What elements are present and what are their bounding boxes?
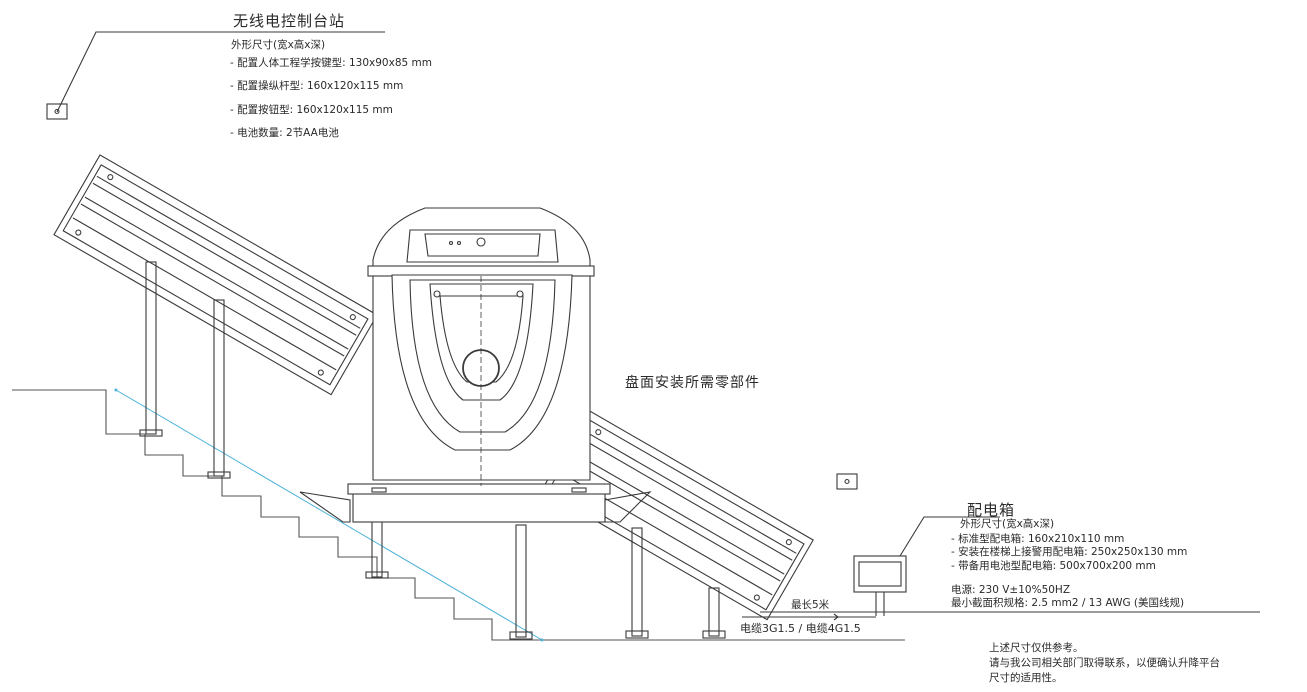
distribution-box-icon (853, 555, 907, 593)
remote-station-spec: - 配置人体工程学按键型: 130x90x85 mm (230, 57, 432, 69)
cable-type: 电缆3G1.5 / 电缆4G1.5 (740, 622, 861, 635)
center-label: 盘面安装所需零部件 (625, 375, 760, 391)
cable-max-length: 最长5米 (791, 599, 830, 611)
remote-station-spec: - 配置按钮型: 160x120x115 mm (230, 103, 393, 116)
support-posts (139, 261, 726, 640)
distribution-box-spec-list: - 标准型配电箱: 160x210x110 mm - 安装在楼梯上接警用配电箱:… (951, 533, 1187, 573)
cable-arrows (742, 613, 876, 621)
distribution-box-subtitle: 外形尺寸(宽x高x深) (960, 518, 1055, 530)
platform-base (299, 483, 652, 523)
distribution-box-spec: - 标准型配电箱: 160x210x110 mm (951, 533, 1125, 545)
distribution-box-callout (760, 516, 1260, 616)
remote-station-spec: - 电池数量: 2节AA电池 (230, 127, 339, 140)
distribution-box-cable-spec: 最小截面积规格: 2.5 mm2 / 13 AWG (美国线规) (951, 597, 1185, 609)
remote-station-title: 无线电控制台站 (233, 12, 346, 30)
note-line: 请与我公司相关部门取得联系，以便确认升降平台 (989, 657, 1220, 669)
note-line: 尺寸的适用性。 (989, 672, 1063, 684)
remote-station-subtitle: 外形尺寸(宽x高x深) (231, 39, 326, 51)
staircase (12, 389, 905, 641)
wall-outlet-icon (836, 473, 858, 490)
distribution-box-spec: - 带备用电池型配电箱: 500x700x200 mm (951, 559, 1156, 572)
remote-station-icon (46, 103, 68, 120)
distribution-box-spec: - 安装在楼梯上接警用配电箱: 250x250x130 mm (951, 546, 1188, 559)
pitch-line (115, 389, 543, 641)
remote-station-callout (46, 31, 385, 120)
lift-housing (367, 207, 595, 481)
remote-station-spec: - 配置操纵杆型: 160x120x115 mm (230, 80, 404, 93)
left-ramp (53, 154, 378, 396)
remote-station-spec-list: - 配置人体工程学按键型: 130x90x85 mm - 配置操纵杆型: 160… (230, 57, 432, 141)
note-line: 上述尺寸仅供参考。 (989, 642, 1084, 654)
distribution-box-title: 配电箱 (967, 501, 1016, 519)
distribution-box-power: 电源: 230 V±10%50HZ (951, 584, 1071, 596)
